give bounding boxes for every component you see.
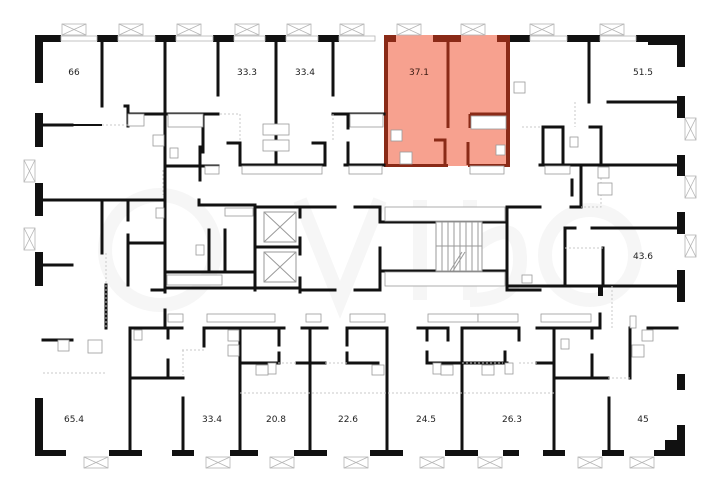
- exterior-walls: [35, 35, 685, 456]
- unit-area-label-45[interactable]: 45: [637, 415, 649, 425]
- bottom-windows: [83, 456, 655, 469]
- side-windows: [23, 117, 697, 258]
- unit-area-label-24-5[interactable]: 24.5: [415, 415, 437, 425]
- unit-area-label-22-6[interactable]: 22.6: [337, 415, 359, 425]
- unit-area-label-33-4-bottom[interactable]: 33.4: [201, 415, 223, 425]
- top-windows: [61, 23, 625, 36]
- unit-area-label-26-3[interactable]: 26.3: [501, 415, 523, 425]
- unit-area-label-33-4-top[interactable]: 33.4: [294, 68, 316, 78]
- lift-shafts: [263, 211, 297, 283]
- interior-walls: [41, 40, 679, 452]
- zone-dashed-lines: [43, 102, 630, 394]
- unit-area-label-37-1-selected[interactable]: 37.1: [408, 68, 430, 78]
- stair: [435, 221, 483, 272]
- unit-area-label-33-3[interactable]: 33.3: [236, 68, 258, 78]
- fixtures: [57, 81, 654, 376]
- unit-area-label-66[interactable]: 66: [68, 68, 80, 78]
- unit-area-label-43-6[interactable]: 43.6: [632, 252, 654, 262]
- unit-area-label-65-4[interactable]: 65.4: [63, 415, 85, 425]
- unit-37-1-walls: [384, 35, 510, 167]
- unit-area-label-51-5[interactable]: 51.5: [632, 68, 654, 78]
- unit-area-label-20-8[interactable]: 20.8: [265, 415, 287, 425]
